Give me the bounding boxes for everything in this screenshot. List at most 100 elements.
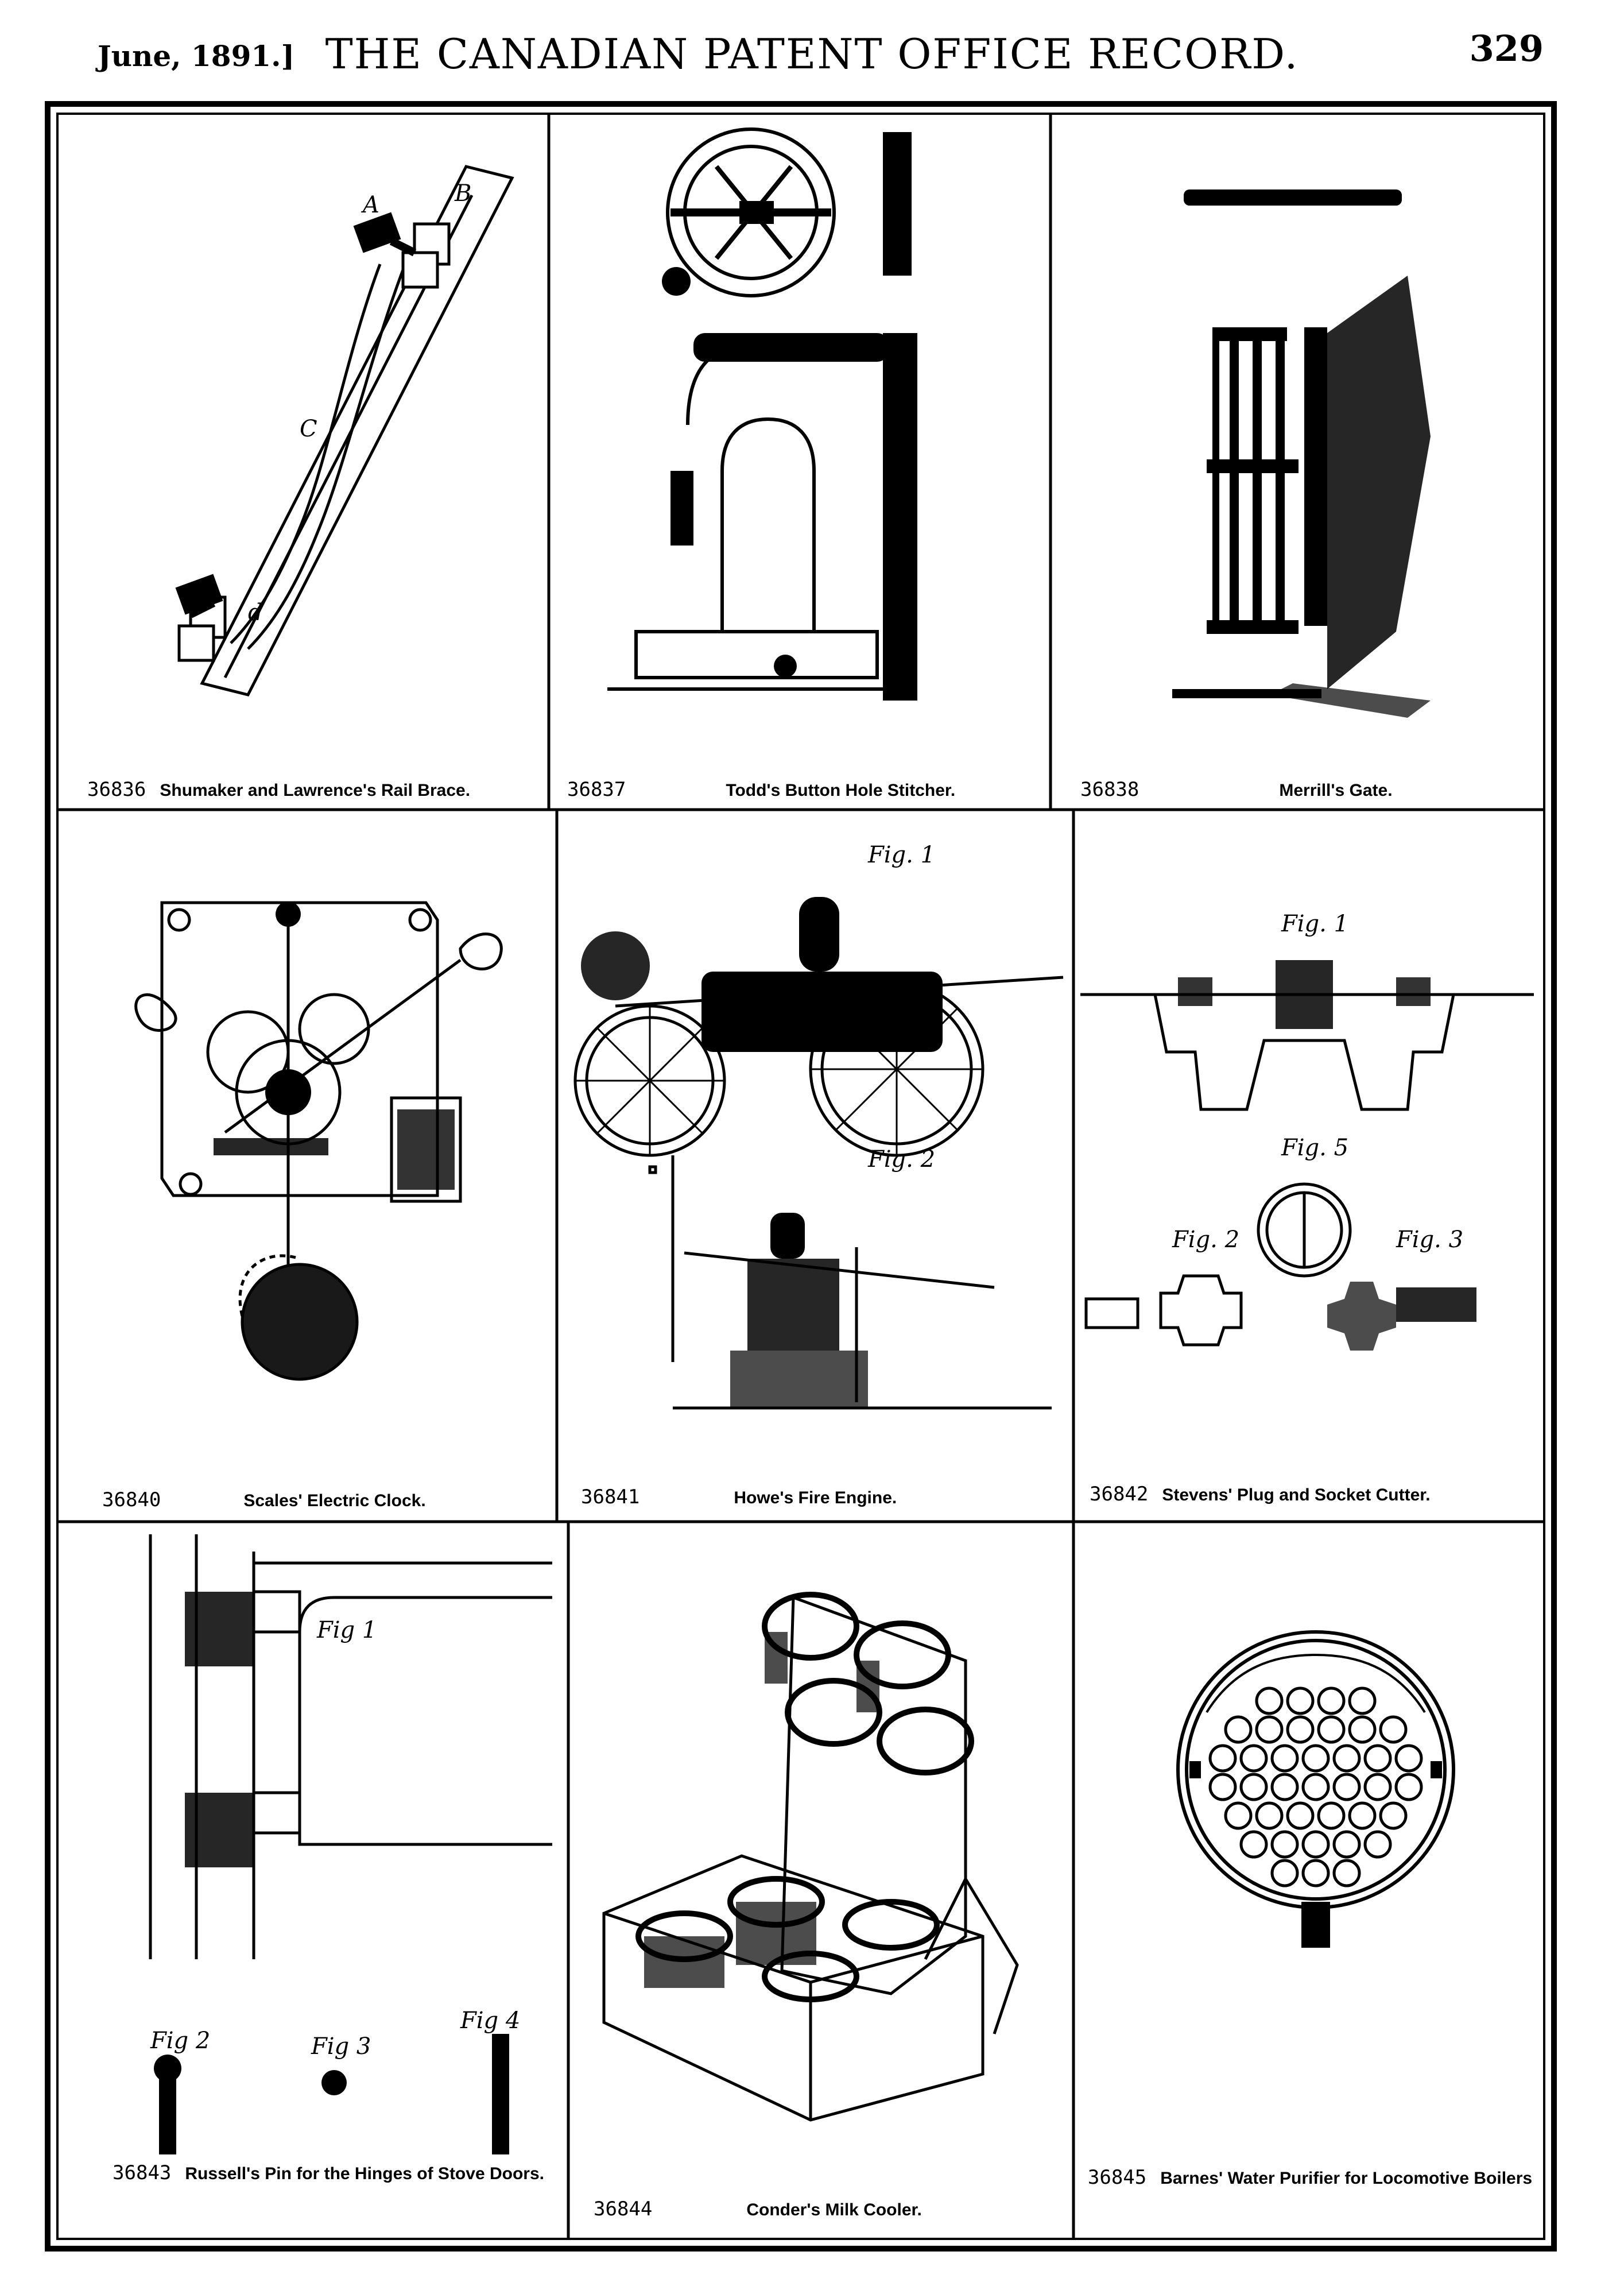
fig1-label: Fig 1 [316,1617,377,1643]
patent-cell-36843: Fig 1 Fig 2 Fig 3 Fig 4 36843 Russell's P… [59,1523,567,2237]
patent-title: Todd's Button Hole Stitcher. [726,781,956,800]
fig3-label: Fig 3 [311,2033,371,2060]
boiler-tube [1239,1773,1268,1801]
caption-36844: 36844 Conder's Milk Cooler. [594,2198,922,2221]
patent-number: 36836 [87,778,146,801]
gate-drawing [1172,189,1431,718]
patent-cell-36836: C B A d 36836 Shumaker and Lawrence's Rai… [59,115,548,808]
electric-clock-drawing [134,901,503,1381]
fig2-label: Fig 2 [150,2028,210,2054]
patent-title: Shumaker and Lawrence's Rail Brace. [160,781,471,800]
patent-number: 36840 [102,1488,161,1511]
boiler-tube [1348,1715,1377,1744]
fig1-label: Fig. 1 [1281,911,1348,937]
fig4-label: Fig 4 [460,2007,520,2034]
boiler-tube [1317,1801,1346,1830]
boiler-tube [1348,1686,1377,1715]
boiler-tube [1332,1830,1361,1859]
patent-number: 36838 [1080,778,1139,801]
page-border-outer [45,101,1557,2252]
patent-number: 36837 [567,778,626,801]
publication-title: THE CANADIAN PATENT OFFICE RECORD. [325,30,1299,78]
boiler-tube [1208,1744,1237,1773]
boiler-tube [1239,1744,1268,1773]
button-hole-stitcher-drawing [607,127,917,701]
fig1-label: Fig. 1 [867,842,935,868]
boiler-tube [1379,1715,1408,1744]
boiler-tube [1270,1773,1299,1801]
caption-36842: 36842 Stevens' Plug and Socket Cutter. [1090,1483,1431,1506]
boiler-tube [1301,1830,1330,1859]
boiler-tube [1224,1715,1253,1744]
patent-cell-36837: 36837 Todd's Button Hole Stitcher. [550,115,1049,808]
boiler-tube [1255,1801,1284,1830]
patent-number: 36844 [594,2198,653,2221]
fig2-label: Fig. 2 [1172,1227,1239,1253]
svg-text:d: d [248,599,263,626]
svg-text:A: A [361,192,379,218]
boiler-tube [1270,1859,1299,1887]
patent-number: 36841 [581,1486,640,1508]
boiler-tube [1286,1686,1315,1715]
boiler-tube [1286,1801,1315,1830]
page-number: 329 [1469,28,1544,69]
boiler-tube [1301,1773,1330,1801]
boiler-tube [1301,1859,1330,1887]
boiler-tube [1239,1830,1268,1859]
boiler-tube [1270,1830,1299,1859]
boiler-tube [1317,1686,1346,1715]
milk-cooler-drawing [602,1592,1019,2122]
patent-cell-36842: Fig. 1 Fig. 5 Fig. 2 Fig. 3 36842 Stevens… [1075,811,1543,1521]
caption-36836: 36836 Shumaker and Lawrence's Rail Brace. [87,778,470,801]
boiler-tube [1255,1686,1284,1715]
boiler-tube [1270,1744,1299,1773]
water-purifier-drawing [1176,1630,1455,1948]
caption-36843: 36843 Russell's Pin for the Hinges of Sto… [110,2161,546,2185]
boiler-tube [1379,1801,1408,1830]
boiler-tube [1348,1801,1377,1830]
fig5-label: Fig. 5 [1281,1135,1348,1161]
fire-engine-drawing: Fig. 1 Fig. 2 [573,842,1064,1410]
patent-cell-36840: 36840 Scales' Electric Clock. [59,811,556,1521]
patent-title: Merrill's Gate. [1279,781,1393,800]
caption-36841: 36841 Howe's Fire Engine. [581,1486,897,1508]
boiler-tube [1332,1744,1361,1773]
patent-title: Scales' Electric Clock. [243,1491,426,1510]
boiler-tube [1208,1773,1237,1801]
boiler-tube [1332,1773,1361,1801]
patent-title: Stevens' Plug and Socket Cutter. [1162,1486,1431,1504]
page-border-inner [56,113,1545,2240]
boiler-tube [1363,1830,1392,1859]
svg-text:C: C [300,416,317,442]
stove-door-hinge-pin-drawing: Fig 1 Fig 2 Fig 3 Fig 4 [149,1534,552,2154]
boiler-tube [1255,1715,1284,1744]
page-header: June, 1891.] THE CANADIAN PATENT OFFICE … [0,22,1624,85]
rail-brace-drawing: C B A d [175,165,514,697]
issue-date: June, 1891.] [98,39,295,73]
caption-36837: 36837 Todd's Button Hole Stitcher. [567,778,955,801]
boiler-tube [1332,1859,1361,1887]
boiler-tube [1224,1801,1253,1830]
plug-socket-cutter-drawing: Fig. 1 Fig. 5 Fig. 2 Fig. 3 [1080,911,1534,1351]
boiler-tube [1286,1715,1315,1744]
caption-36840: 36840 Scales' Electric Clock. [102,1488,426,1511]
patent-number: 36842 [1090,1483,1149,1506]
boiler-tube [1363,1744,1392,1773]
patent-title: Russell's Pin for the Hinges of Stove Do… [185,2164,544,2183]
boiler-tube [1301,1744,1330,1773]
patent-cell-36838: 36838 Merrill's Gate. [1052,115,1543,808]
patent-number: 36843 [113,2161,172,2184]
boiler-tube [1317,1715,1346,1744]
patent-cell-36844: 36844 Conder's Milk Cooler. [569,1523,1072,2237]
boiler-tube [1394,1773,1423,1801]
patent-title: Barnes' Water Purifier for Locomotive Bo… [1160,2169,1533,2188]
patent-title: Howe's Fire Engine. [734,1488,897,1507]
patent-title: Conder's Milk Cooler. [746,2200,922,2219]
boiler-tube [1363,1773,1392,1801]
caption-36838: 36838 Merrill's Gate. [1080,778,1393,801]
boiler-tube [1394,1744,1423,1773]
